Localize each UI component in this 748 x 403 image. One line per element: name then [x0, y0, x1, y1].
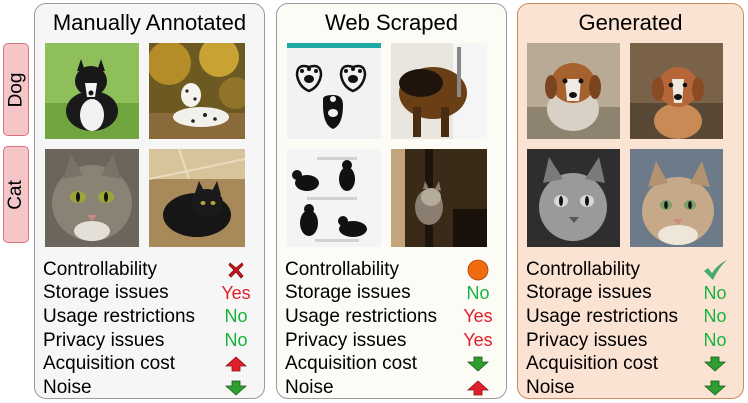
property-row: Usage restrictions No [43, 305, 256, 329]
property-row: Controllability [285, 258, 498, 282]
property-list: Controllability Storage issues No Usage … [526, 258, 735, 400]
property-label: Acquisition cost [285, 353, 418, 375]
property-label: Controllability [285, 258, 400, 280]
panel-manually-annotated: Manually Annotated [34, 3, 265, 399]
property-row: Noise [285, 376, 498, 400]
photo-dog-generated-field [630, 43, 723, 139]
property-label: Privacy issues [526, 329, 648, 351]
property-value: No [703, 282, 727, 303]
photo-cat-tabby [45, 149, 139, 247]
orange-circle-icon [458, 259, 498, 281]
property-list: Controllability Storage issues No Usage … [285, 258, 498, 400]
property-row: Storage issues Yes [43, 282, 256, 306]
row-label-dog: Dog [3, 43, 29, 136]
row-label-cat: Cat [3, 146, 29, 243]
property-row: Noise [43, 376, 256, 400]
property-label: Privacy issues [285, 329, 407, 351]
photo-cat-generated-tabby [630, 149, 723, 247]
property-label: Noise [43, 376, 92, 398]
property-row: Noise [526, 376, 735, 400]
property-label: Usage restrictions [285, 305, 438, 327]
property-label: Storage issues [526, 282, 652, 304]
panel-generated: Generated [517, 3, 744, 399]
photo-cat-generated-bw [527, 149, 620, 247]
photo-dog-dalmatian [149, 43, 245, 139]
property-label: Usage restrictions [43, 305, 196, 327]
property-row: Privacy issues No [43, 329, 256, 353]
property-row: Controllability [43, 258, 256, 282]
property-label: Noise [285, 376, 334, 398]
property-row: Storage issues No [285, 282, 498, 306]
green-down-arrow-icon [695, 380, 735, 396]
property-value: No [703, 306, 727, 327]
photo-dog-generated-sofa [527, 43, 620, 139]
property-row: Usage restrictions No [526, 305, 735, 329]
property-row: Acquisition cost [43, 352, 256, 376]
panel-title: Generated [578, 10, 683, 35]
property-row: Acquisition cost [526, 352, 735, 376]
property-list: Controllability Storage issues Yes Usage… [43, 258, 256, 400]
property-value: No [703, 330, 727, 351]
row-label-dog-text: Dog [5, 72, 27, 107]
green-down-arrow-icon [695, 356, 735, 372]
red-x-icon [216, 261, 256, 279]
property-row: Acquisition cost [285, 352, 498, 376]
red-up-arrow-icon [458, 380, 498, 396]
property-value: No [466, 282, 490, 303]
photo-cat-black [149, 149, 245, 247]
row-label-cat-text: Cat [5, 179, 27, 210]
photo-dog-german-shepherd [391, 43, 487, 139]
property-value: No [224, 330, 248, 351]
red-up-arrow-icon [216, 356, 256, 372]
property-value: Yes [463, 330, 493, 351]
property-row: Privacy issues No [526, 329, 735, 353]
photo-dog-border-collie [45, 43, 139, 139]
panel-title: Web Scraped [325, 10, 458, 35]
property-label: Acquisition cost [526, 353, 659, 375]
property-value: Yes [221, 282, 251, 303]
property-row: Privacy issues Yes [285, 329, 498, 353]
property-label: Controllability [43, 258, 158, 280]
green-down-arrow-icon [458, 356, 498, 372]
property-row: Storage issues No [526, 282, 735, 306]
photo-cat-window [391, 149, 487, 247]
photo-cat-silhouettes-watermark [287, 149, 381, 247]
panel-web-scraped: Web Scraped [276, 3, 507, 399]
property-row: Usage restrictions Yes [285, 305, 498, 329]
photo-dog-paw-stencil [287, 43, 381, 139]
property-label: Acquisition cost [43, 353, 176, 375]
property-label: Storage issues [285, 282, 411, 304]
property-label: Storage issues [43, 282, 169, 304]
property-value: No [224, 306, 248, 327]
property-label: Usage restrictions [526, 305, 679, 327]
property-label: Controllability [526, 258, 641, 280]
property-label: Privacy issues [43, 329, 165, 351]
panel-title: Manually Annotated [52, 10, 247, 35]
green-check-icon [695, 259, 735, 281]
property-value: Yes [463, 306, 493, 327]
property-row: Controllability [526, 258, 735, 282]
green-down-arrow-icon [216, 380, 256, 396]
property-label: Noise [526, 376, 575, 398]
